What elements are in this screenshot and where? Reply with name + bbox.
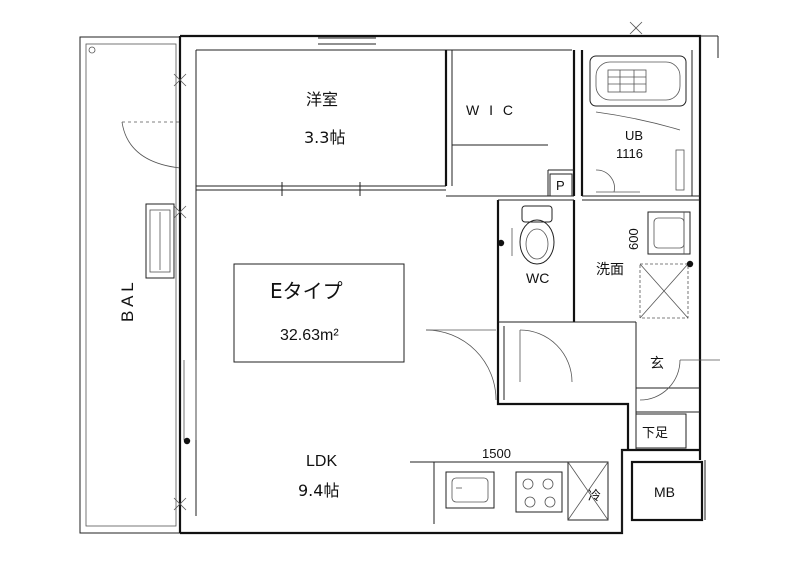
pipe-space-label: P <box>556 178 565 193</box>
outer-walls <box>173 21 719 535</box>
light-switch-icon <box>686 260 694 268</box>
fridge-label: 冷 <box>588 489 601 504</box>
meter-box-label: MB <box>654 484 675 500</box>
stove-icon <box>515 471 563 513</box>
unit-area: 32.63m² <box>280 327 339 344</box>
kitchen-width: 1500 <box>482 446 511 461</box>
interior-walls <box>195 37 700 516</box>
doors <box>183 329 720 440</box>
toilet-icon <box>511 205 555 265</box>
ac-outdoor-unit-icon <box>145 203 175 279</box>
western-room-size: 3.3帖 <box>304 128 345 147</box>
vent-icon <box>173 21 643 511</box>
ldk-size: 9.4帖 <box>298 481 339 500</box>
wc-label: WC <box>526 270 549 286</box>
entrance-label: 玄 <box>650 355 664 372</box>
unit-bath: UB 1116 <box>589 55 687 193</box>
ub-label: UB <box>625 128 643 143</box>
washroom-label: 洗面 <box>596 262 624 278</box>
balcony: B A L <box>79 36 181 534</box>
wic-label: W I C <box>466 102 516 118</box>
washroom-dimension: 600 <box>626 228 641 250</box>
pipe-space: P <box>549 173 573 197</box>
refrigerator: 冷 <box>567 461 609 521</box>
western-room-label: 洋室 <box>306 90 338 109</box>
kitchen-counter <box>410 461 588 524</box>
light-switch-icon <box>497 239 505 247</box>
bath-drain-icon <box>607 69 647 93</box>
unit-type-box: Eタイプ 32.63m² <box>233 263 405 363</box>
ub-size: 1116 <box>616 146 643 161</box>
balcony-label: B A L <box>118 282 137 322</box>
shoe-box-label: 下足 <box>642 426 668 441</box>
light-switch-icon <box>183 437 191 445</box>
unit-type-label: Eタイプ <box>270 279 343 303</box>
washing-machine-pan <box>639 263 689 319</box>
vanity-sink-icon <box>647 211 691 255</box>
ldk-label: LDK <box>306 453 337 470</box>
